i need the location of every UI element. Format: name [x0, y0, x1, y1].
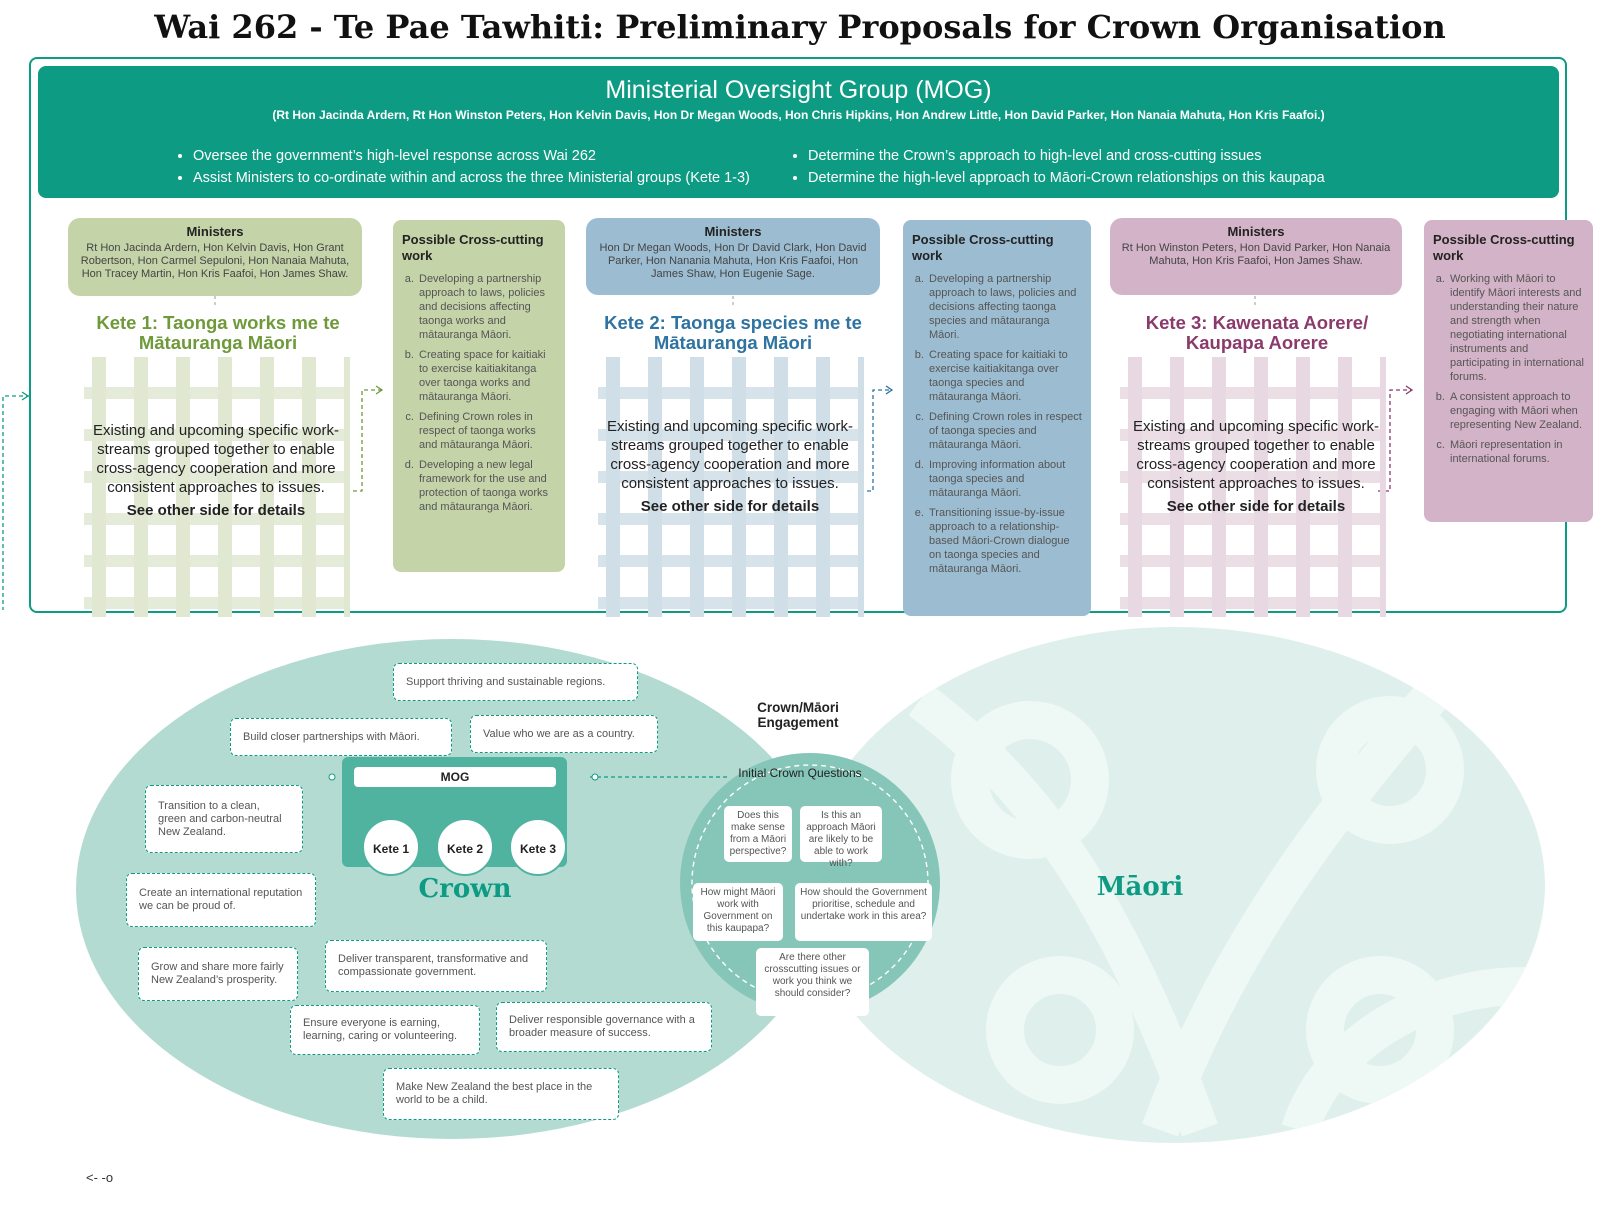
mog-bullet: Determine the Crown’s approach to high-l… — [808, 148, 1325, 164]
cross-cutting-item: Creating space for kaitiaki to exercise … — [417, 348, 557, 404]
cross-cutting-heading: Possible Cross-cutting work — [912, 232, 1054, 263]
kete1-see-details: See other side for details — [126, 502, 306, 519]
kete2-title: Kete 2: Taonga species me te Mātauranga … — [604, 312, 862, 353]
crown-mog-label: MOG — [354, 767, 556, 787]
cross-cutting-item: Developing a partnership approach to law… — [927, 272, 1083, 342]
mog-bullet: Oversee the government’s high-level resp… — [193, 148, 750, 164]
question-bubble: How should the Government prioritise, sc… — [795, 883, 932, 941]
kete-connectors — [2, 290, 1414, 610]
kete2-ministers: Ministers Hon Dr Megan Woods, Hon Dr Dav… — [586, 218, 880, 295]
crown-priority: Deliver responsible governance with a br… — [496, 1002, 712, 1052]
ministers-heading: Ministers — [186, 224, 244, 239]
mog-bullets-left: Oversee the government’s high-level resp… — [173, 148, 750, 192]
kete2-see-details: See other side for details — [640, 498, 820, 515]
kete3-title: Kete 3: Kawenata Aorere/ Kaupapa Aorere — [1145, 312, 1369, 353]
cross-cutting-item: Improving information about taonga speci… — [927, 458, 1083, 500]
mog-bullets-right: Determine the Crown’s approach to high-l… — [788, 148, 1325, 192]
mog-header: Ministerial Oversight Group (MOG) (Rt Ho… — [38, 66, 1559, 198]
page-title: Wai 262 - Te Pae Tawhiti: Preliminary Pr… — [154, 8, 1446, 46]
ministers-list: Rt Hon Jacinda Ardern, Hon Kelvin Davis,… — [80, 242, 350, 280]
crown-priority: Value who we are as a country. — [470, 715, 658, 753]
kete1-cross-cutting: Possible Cross-cutting work Developing a… — [393, 220, 565, 572]
cross-cutting-item: Developing a new legal framework for the… — [417, 458, 557, 514]
kete3-body: Existing and upcoming specific work-stre… — [1128, 417, 1384, 516]
ministers-heading: Ministers — [1227, 224, 1285, 239]
mog-bullet: Determine the high-level approach to Māo… — [808, 170, 1325, 186]
maori-label: Māori — [1096, 872, 1184, 902]
kete1-title: Kete 1: Taonga works me te Mātauranga Mā… — [96, 312, 340, 353]
cross-cutting-item: Creating space for kaitiaki to exercise … — [927, 348, 1083, 404]
cross-cutting-heading: Possible Cross-cutting work — [402, 232, 544, 263]
kete2-cross-cutting: Possible Cross-cutting work Developing a… — [903, 220, 1091, 616]
question-bubble: Does this make sense from a Māori perspe… — [724, 806, 792, 862]
kete2-weave-icon — [598, 357, 864, 617]
crown-kete3-circle: Kete 3 — [509, 818, 567, 876]
crown-kete1-circle: Kete 1 — [362, 818, 420, 876]
cross-cutting-item: Defining Crown roles in respect of taong… — [417, 410, 557, 452]
questions-title: Initial Crown Questions — [738, 766, 862, 780]
kete1-weave-icon — [84, 357, 350, 617]
crown-priority: Ensure everyone is earning, learning, ca… — [290, 1005, 480, 1055]
kete3-weave-icon — [1120, 357, 1386, 617]
kete3-ministers: Ministers Rt Hon Winston Peters, Hon Dav… — [1110, 218, 1402, 295]
cross-cutting-heading: Possible Cross-cutting work — [1433, 232, 1575, 263]
crown-priority: Support thriving and sustainable regions… — [393, 663, 638, 701]
crown-priority: Make New Zealand the best place in the w… — [383, 1068, 619, 1120]
kete3-cross-cutting: Possible Cross-cutting work Working with… — [1424, 220, 1593, 522]
cross-cutting-item: A consistent approach to engaging with M… — [1448, 390, 1585, 432]
cross-cutting-item: Transitioning issue-by-issue approach to… — [927, 506, 1083, 576]
ministers-list: Rt Hon Winston Peters, Hon David Parker,… — [1121, 242, 1391, 267]
mog-bullet: Assist Ministers to co-ordinate within a… — [193, 170, 750, 186]
mog-title: Ministerial Oversight Group (MOG) — [605, 76, 992, 104]
crown-priority: Grow and share more fairly New Zealand’s… — [138, 947, 298, 1001]
crown-kete2-circle: Kete 2 — [436, 818, 494, 876]
footer-arrow-icon: <- -o — [86, 1170, 114, 1185]
kete1-body: Existing and upcoming specific work-stre… — [88, 421, 344, 520]
kete2-body: Existing and upcoming specific work-stre… — [602, 417, 858, 516]
crown-priority: Build closer partnerships with Māori. — [230, 718, 452, 756]
cross-cutting-item: Working with Māori to identify Māori int… — [1448, 272, 1585, 384]
question-bubble: Are there other crosscutting issues or w… — [756, 948, 869, 1016]
question-bubble: How might Māori work with Government on … — [693, 883, 783, 941]
cross-cutting-item: Māori representation in international fo… — [1448, 438, 1585, 466]
cross-cutting-item: Defining Crown roles in respect of taong… — [927, 410, 1083, 452]
engagement-title: Crown/Māori Engagement — [757, 700, 839, 730]
kete3-see-details: See other side for details — [1166, 498, 1346, 515]
crown-priority: Create an international reputation we ca… — [126, 873, 316, 927]
ministers-list: Hon Dr Megan Woods, Hon Dr David Clark, … — [599, 242, 867, 280]
kete1-ministers: Ministers Rt Hon Jacinda Ardern, Hon Kel… — [68, 218, 362, 296]
ministers-heading: Ministers — [704, 224, 762, 239]
crown-priority: Deliver transparent, transformative and … — [325, 940, 547, 992]
crown-label: Crown — [418, 874, 512, 904]
mog-members: (Rt Hon Jacinda Ardern, Rt Hon Winston P… — [272, 108, 1325, 122]
question-bubble: Is this an approach Māori are likely to … — [800, 806, 882, 869]
crown-priority: Transition to a clean, green and carbon-… — [145, 785, 303, 853]
cross-cutting-item: Developing a partnership approach to law… — [417, 272, 557, 342]
